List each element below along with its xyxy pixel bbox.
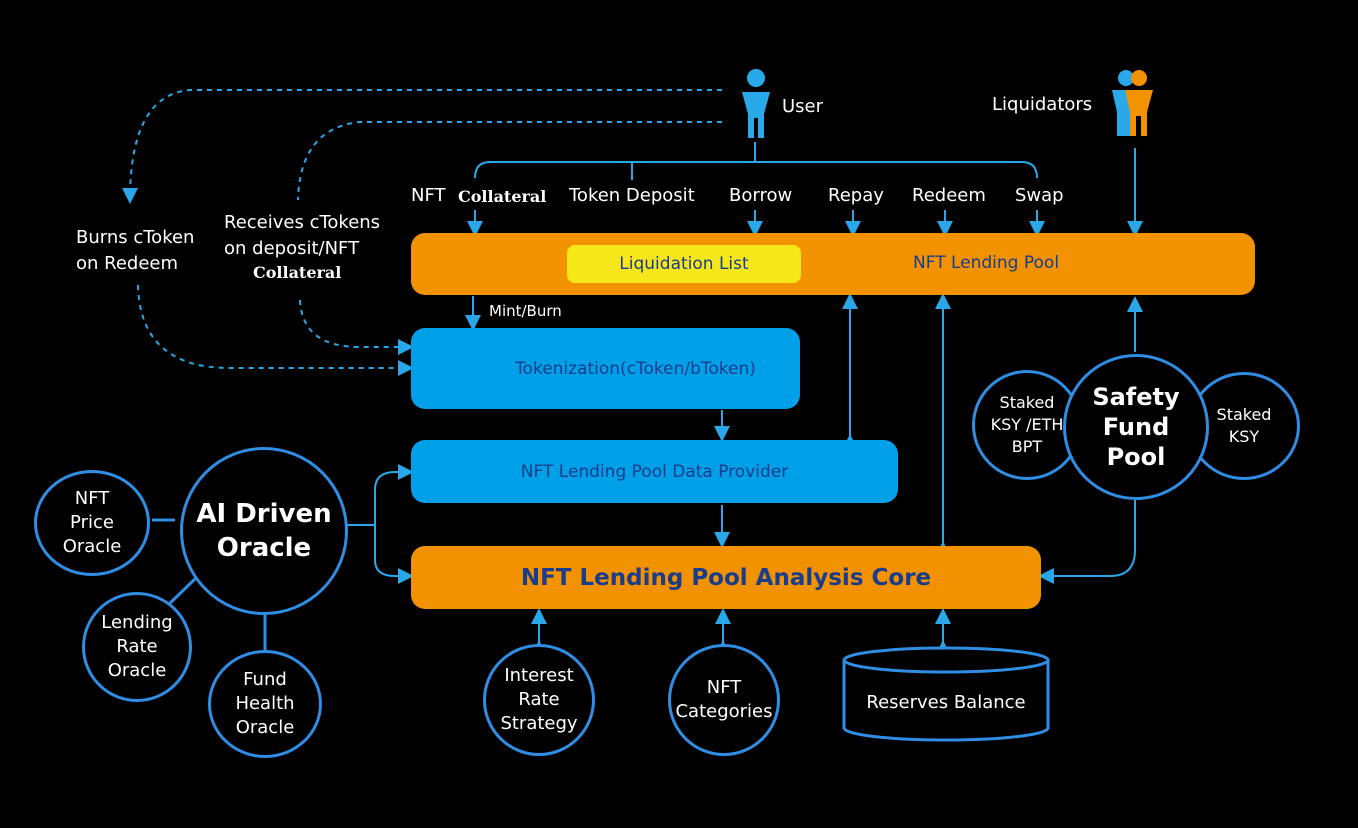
fund-health-oracle: Fund Health Oracle: [208, 650, 322, 758]
analysis-core-label: NFT Lending Pool Analysis Core: [520, 564, 932, 591]
burns-note: Burns cToken on Redeem: [76, 227, 195, 274]
ai-driven-oracle: AI Driven Oracle: [180, 447, 348, 615]
safety-fund-pool: Safety Fund Pool: [1063, 354, 1209, 500]
liquidation-list-label: Liquidation List: [619, 254, 749, 274]
liquidators-icon: [1108, 68, 1156, 140]
pool-label: NFT Lending Pool: [913, 253, 1060, 273]
tokenization-label: Tokenization(cToken/bToken): [515, 358, 756, 379]
interest-rate-strategy: Interest Rate Strategy: [483, 644, 595, 756]
action-nft: NFT: [411, 185, 446, 206]
action-borrow: Borrow: [729, 185, 793, 206]
analysis-core-box: NFT Lending Pool Analysis Core: [411, 546, 1041, 609]
reserves-balance: Reserves Balance: [842, 646, 1050, 742]
nft-lending-pool: Liquidation List NFT Lending Pool: [411, 233, 1255, 295]
nft-categories: NFT Categories: [668, 644, 780, 756]
lending-rate-oracle: Lending Rate Oracle: [82, 592, 192, 702]
liquidators-label: Liquidators: [992, 94, 1093, 115]
data-provider-box: NFT Lending Pool Data Provider: [411, 440, 898, 503]
action-token-deposit: Token Deposit: [569, 185, 695, 206]
action-repay: Repay: [828, 185, 884, 206]
data-provider-label: NFT Lending Pool Data Provider: [520, 461, 789, 482]
receives-note-collateral: Collateral: [253, 263, 342, 282]
tokenization-box: Tokenization(cToken/bToken): [411, 328, 800, 409]
action-swap: Swap: [1015, 185, 1064, 206]
user-label: User: [782, 96, 824, 117]
mint-burn-label: Mint/Burn: [489, 302, 562, 320]
nft-price-oracle: NFT Price Oracle: [34, 470, 150, 576]
reserves-balance-label: Reserves Balance: [866, 692, 1026, 713]
action-redeem: Redeem: [912, 185, 986, 206]
liquidation-list: Liquidation List: [567, 245, 801, 283]
action-collateral: Collateral: [458, 187, 547, 206]
receives-note: Receives cTokens on deposit/NFT: [224, 212, 381, 259]
user-icon: [736, 68, 776, 140]
